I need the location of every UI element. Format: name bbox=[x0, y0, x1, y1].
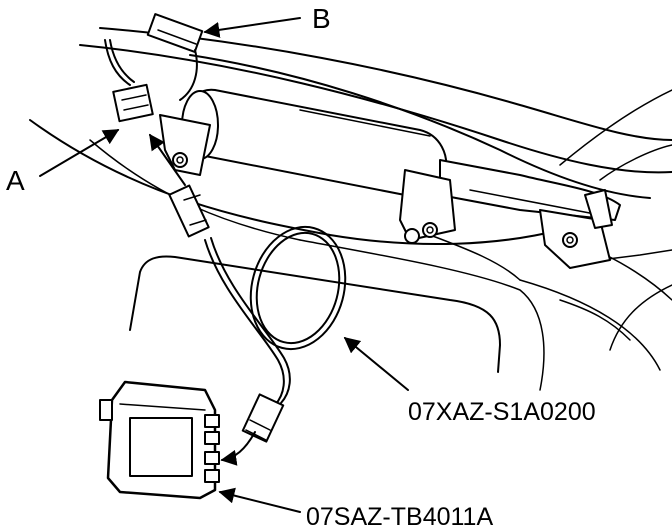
strut-bracket-left bbox=[159, 114, 211, 176]
window-opening bbox=[129, 255, 501, 373]
connection-arrows bbox=[149, 133, 256, 466]
test-harness-coil bbox=[204, 225, 347, 406]
gas-strut bbox=[181, 88, 621, 221]
harness-wire-a bbox=[104, 39, 135, 86]
tester-box bbox=[99, 380, 220, 500]
part-number-harness: 07XAZ-S1A0200 bbox=[408, 398, 596, 426]
hinge-mount bbox=[539, 189, 613, 269]
part-number-tester: 07SAZ-TB4011A bbox=[306, 503, 493, 531]
callout-a-label: A bbox=[6, 165, 25, 196]
strut-bracket-right bbox=[399, 169, 456, 244]
harness-plug bbox=[241, 393, 285, 443]
connector-b bbox=[146, 13, 204, 101]
connector-a bbox=[112, 83, 154, 123]
test-harness-connector bbox=[168, 184, 210, 238]
leader-lines bbox=[39, 17, 409, 513]
callout-b-label: B bbox=[312, 3, 331, 34]
